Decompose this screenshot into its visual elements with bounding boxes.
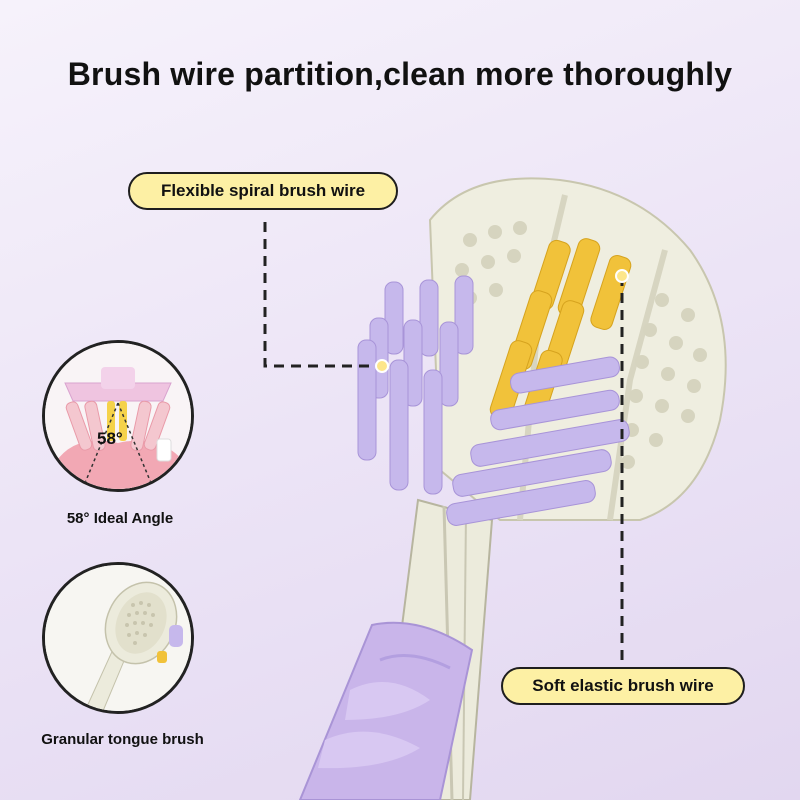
callout-flexible-spiral: Flexible spiral brush wire — [128, 172, 398, 210]
tongue-inset-circle — [42, 562, 194, 714]
angle-inset-circle: 58° — [42, 340, 194, 492]
leader-line-top — [263, 222, 389, 373]
callout-soft-elastic: Soft elastic brush wire — [501, 667, 745, 705]
caption-tongue-brush: Granular tongue brush — [41, 731, 204, 748]
lilac-bristles-right — [446, 356, 630, 526]
leader-line-bottom — [615, 269, 629, 662]
angle-value-label: 58° — [97, 429, 123, 448]
caption-ideal-angle: 58° Ideal Angle — [66, 510, 174, 527]
lilac-bristles-left — [357, 275, 474, 495]
brush-handle — [298, 498, 494, 800]
page-headline: Brush wire partition,clean more thorough… — [67, 56, 733, 92]
angle-illustration — [45, 343, 191, 489]
tongue-brush-illustration — [45, 565, 191, 711]
